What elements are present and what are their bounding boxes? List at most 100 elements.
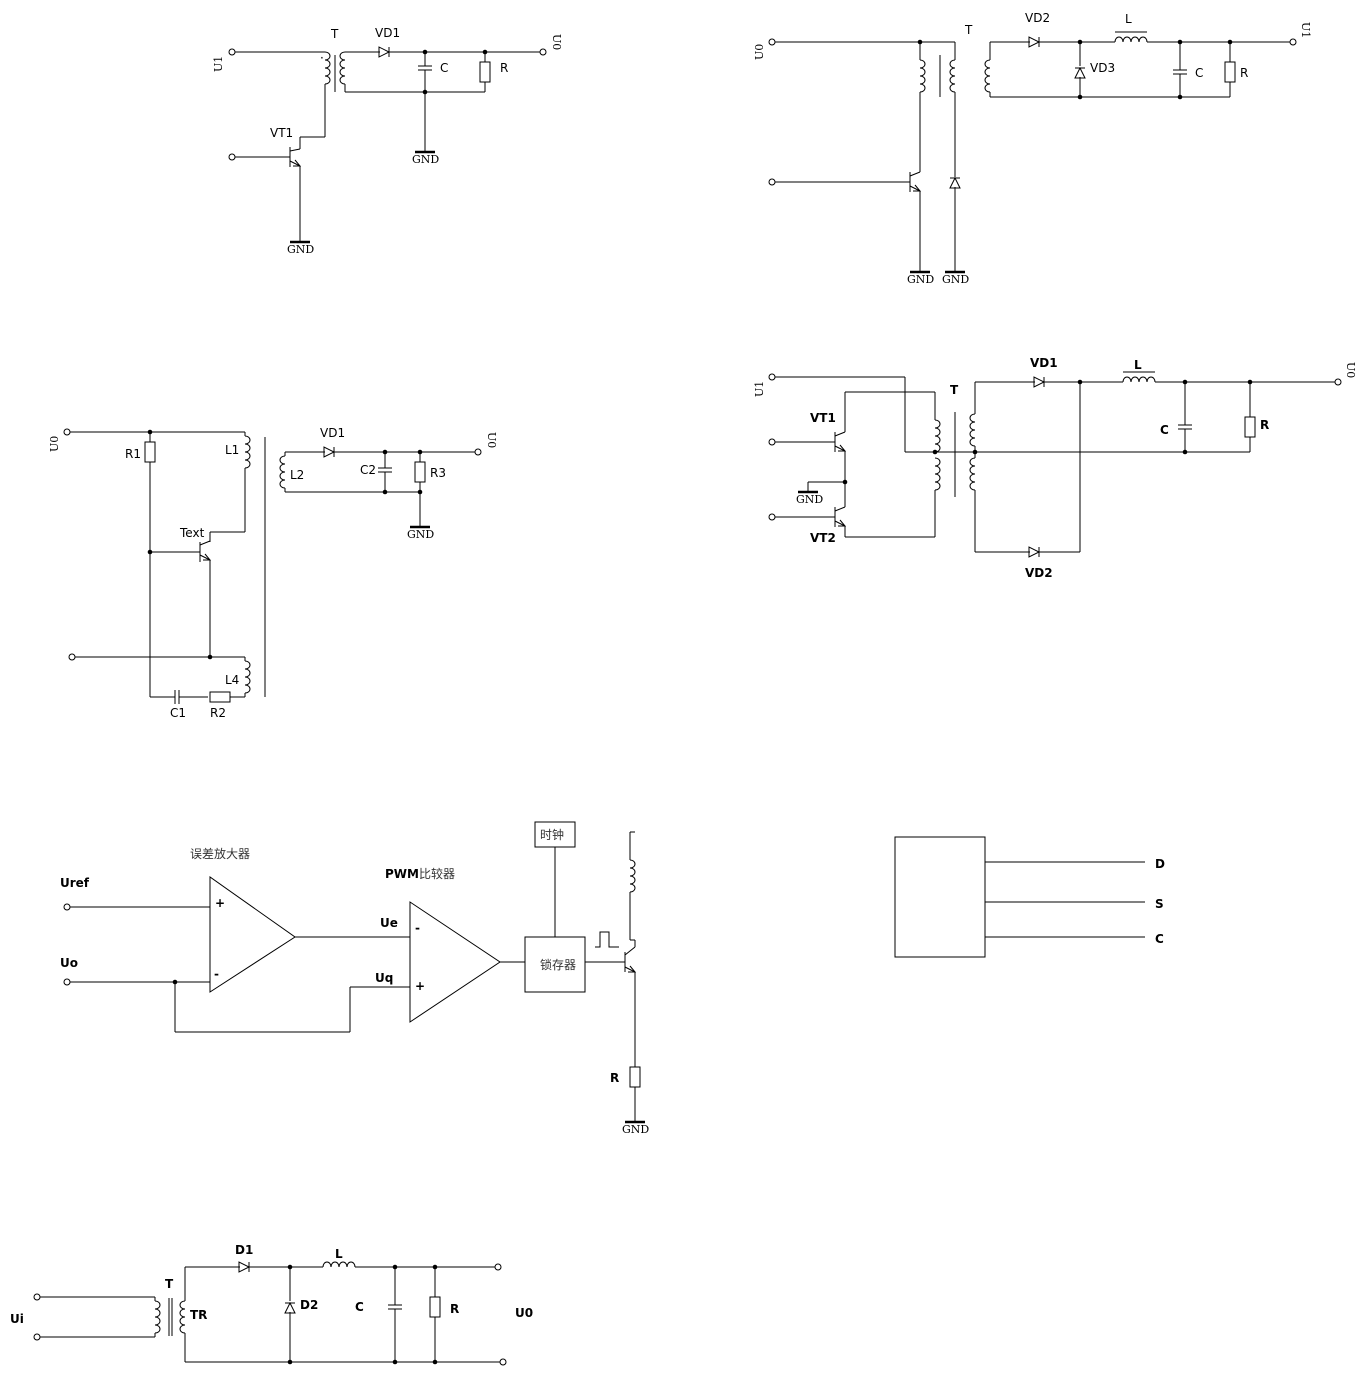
pwm-comparator (409, 901, 501, 1023)
circuit-3-oscillator: U0 R1 L1 Text L4 C1 R2 (48, 426, 498, 720)
input-terminal-top[interactable] (33, 1293, 41, 1301)
diode-vd1 (323, 446, 335, 458)
gnd-label: GND (796, 493, 823, 506)
diode-vd2-label: VD2 (1025, 11, 1050, 25)
resistor-r (1244, 416, 1256, 438)
capacitor-c (417, 65, 433, 71)
resistor-r (479, 61, 491, 83)
label-ui: Ui (10, 1312, 24, 1326)
pwm-plus: + (415, 979, 425, 993)
input-terminal-uo[interactable] (63, 978, 71, 986)
resistor-r3-label: R3 (430, 466, 446, 480)
gnd-label-secondary: GND (412, 153, 439, 166)
diode-vd1-label: VD1 (375, 26, 400, 40)
inductor-l1 (244, 435, 251, 469)
input-terminal-u0[interactable] (768, 38, 776, 46)
transformer-label: T (950, 383, 959, 397)
label-uq: Uq (375, 971, 393, 985)
resistor-r3 (414, 461, 426, 483)
error-amp-minus: - (214, 967, 219, 981)
circuit-5-pwm: 误差放大器 PWM比较器 Uref Uo + - Ue Uq - + 锁存器 时… (60, 821, 649, 1136)
output-terminal-u0[interactable] (539, 48, 547, 56)
latch-label: 锁存器 (540, 957, 576, 972)
capacitor-c-label: C (1195, 66, 1203, 80)
capacitor-c-label: C (1160, 423, 1169, 437)
transistor-vt2-label: VT2 (810, 531, 836, 545)
input-terminal-u1[interactable] (228, 48, 236, 56)
transformer-primary (324, 51, 331, 85)
label-ue: Ue (380, 916, 398, 930)
capacitor-c (387, 1304, 403, 1310)
label-u0: U0 (550, 34, 563, 50)
label-u0-out: U0 (485, 432, 498, 448)
inductor-l (322, 1261, 356, 1268)
input-terminal-u0[interactable] (63, 428, 71, 436)
gnd-label-right: GND (942, 273, 969, 286)
resistor-r-label: R (500, 61, 508, 75)
label-u0: U0 (515, 1306, 533, 1320)
pwm-minus: - (415, 921, 420, 935)
inductor-l1-label: L1 (225, 443, 239, 457)
diode-d1 (238, 1261, 250, 1273)
capacitor-c-label: C (440, 61, 448, 75)
circuit-2-forward: U0 T VD2 VD3 L U1 C (753, 11, 1312, 286)
circuit-6-forward: Ui T TR D1 D2 L C R (10, 1243, 533, 1366)
clock-block (534, 821, 576, 848)
resistor-r-label: R (1240, 66, 1248, 80)
input-terminal-base[interactable] (228, 153, 236, 161)
diode-d1-label: D1 (235, 1243, 253, 1257)
input-terminal-vt2-base[interactable] (768, 513, 776, 521)
svg-text:·: · (320, 51, 324, 65)
output-terminal-u1[interactable] (1289, 38, 1297, 46)
resistor-r2-label: R2 (210, 706, 226, 720)
capacitor-c (1177, 424, 1193, 430)
pwm-comparator-title: PWM比较器 (385, 866, 455, 881)
transformer-label: T (330, 27, 339, 41)
input-terminal-bottom[interactable] (33, 1333, 41, 1341)
inductor-l4-label: L4 (225, 673, 239, 687)
label-u1: U1 (1299, 22, 1312, 38)
label-u1: U1 (212, 56, 225, 72)
pin-d-label: D (1155, 857, 1165, 871)
transformer-secondary-label: TR (190, 1308, 207, 1322)
diode-d2 (284, 1302, 296, 1314)
transistor-vt1-label: VT1 (270, 126, 293, 140)
output-terminal-bottom[interactable] (499, 1358, 507, 1366)
pin-c-label: C (1155, 932, 1164, 946)
input-terminal-uref[interactable] (63, 903, 71, 911)
circuit-1-flyback: U1 T · VD1 U0 C R GND (212, 26, 563, 256)
input-terminal-base[interactable] (68, 653, 76, 661)
label-u0: U0 (753, 44, 766, 60)
transformer-winding (629, 859, 636, 893)
resistor-r (429, 1296, 441, 1318)
resistor-r-label: R (450, 1302, 459, 1316)
inductor-l2-label: L2 (290, 468, 304, 482)
label-uo: Uo (60, 956, 78, 970)
input-terminal-vt1-base[interactable] (768, 438, 776, 446)
output-terminal-u0[interactable] (474, 448, 482, 456)
label-u1: U1 (753, 381, 766, 397)
diode-vd1 (378, 46, 390, 58)
error-amp-plus: + (215, 896, 225, 910)
pulse-icon (595, 931, 619, 948)
gnd-label-left: GND (907, 273, 934, 286)
diode-vd3-label: VD3 (1090, 61, 1115, 75)
output-terminal-top[interactable] (494, 1263, 502, 1271)
resistor-r-label: R (1260, 418, 1269, 432)
resistor-r-label: R (610, 1071, 619, 1085)
gnd-label: GND (622, 1123, 649, 1136)
resistor-r (1224, 61, 1236, 83)
input-terminal-base[interactable] (768, 178, 776, 186)
inductor-l-label: L (1134, 358, 1142, 372)
latch-block (524, 936, 586, 993)
diode-vd2 (1028, 36, 1040, 48)
inductor-l-label: L (1125, 12, 1132, 26)
transformer-label: T (964, 23, 973, 37)
output-terminal-u0[interactable] (1334, 378, 1342, 386)
input-terminal-u1[interactable] (768, 373, 776, 381)
transformer-label: T (165, 1277, 174, 1291)
transformer-primary (154, 1300, 161, 1334)
error-amplifier (209, 876, 296, 993)
transformer-secondary (179, 1300, 186, 1334)
